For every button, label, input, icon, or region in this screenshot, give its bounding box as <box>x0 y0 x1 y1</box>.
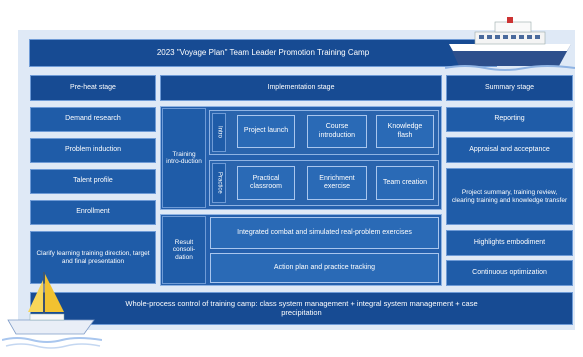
practice-group-label: Practice <box>212 163 226 203</box>
ship-illustration <box>445 17 575 71</box>
footer-banner: Whole-process control of training camp: … <box>30 292 573 325</box>
pre-item-enrollment: Enrollment <box>30 200 156 225</box>
intro-item-knowledge-flash: Knowledge flash <box>376 115 434 148</box>
summary-item-appraisal: Appraisal and acceptance <box>446 137 573 163</box>
pre-item-problem-induction: Problem induction <box>30 138 156 163</box>
pre-item-talent-profile: Talent profile <box>30 169 156 194</box>
result-row-action-plan: Action plan and practice tracking <box>210 253 439 283</box>
summary-item-optimization: Continuous optimization <box>446 260 573 286</box>
intro-group-label: Intro <box>212 113 226 152</box>
sailboat-illustration <box>2 272 102 349</box>
summary-item-reporting: Reporting <box>446 107 573 132</box>
implementation-header: Implementation stage <box>160 75 442 101</box>
practice-item-practical-classroom: Practical classroom <box>237 166 295 200</box>
result-row-integrated-combat: Integrated combat and simulated real-pro… <box>210 217 439 249</box>
pre-heat-header: Pre-heat stage <box>30 75 156 101</box>
diagram-title: 2023 "Voyage Plan" Team Leader Promotion… <box>29 39 497 67</box>
training-label: Training intro-duction <box>162 108 206 208</box>
intro-item-course-introduction: Course introduction <box>307 115 367 148</box>
intro-item-project-launch: Project launch <box>237 115 295 148</box>
practice-item-team-creation: Team creation <box>376 166 434 200</box>
practice-item-enrichment-exercise: Enrichment exercise <box>307 166 367 200</box>
result-label: Result consoli-dation <box>162 216 206 284</box>
pre-note: Clarify learning training direction, tar… <box>30 231 156 284</box>
pre-item-demand-research: Demand research <box>30 107 156 132</box>
summary-item-highlights: Highlights embodiment <box>446 230 573 256</box>
summary-header: Summary stage <box>446 75 573 101</box>
summary-item-project-summary: Project summary, training review, cleari… <box>446 168 573 225</box>
